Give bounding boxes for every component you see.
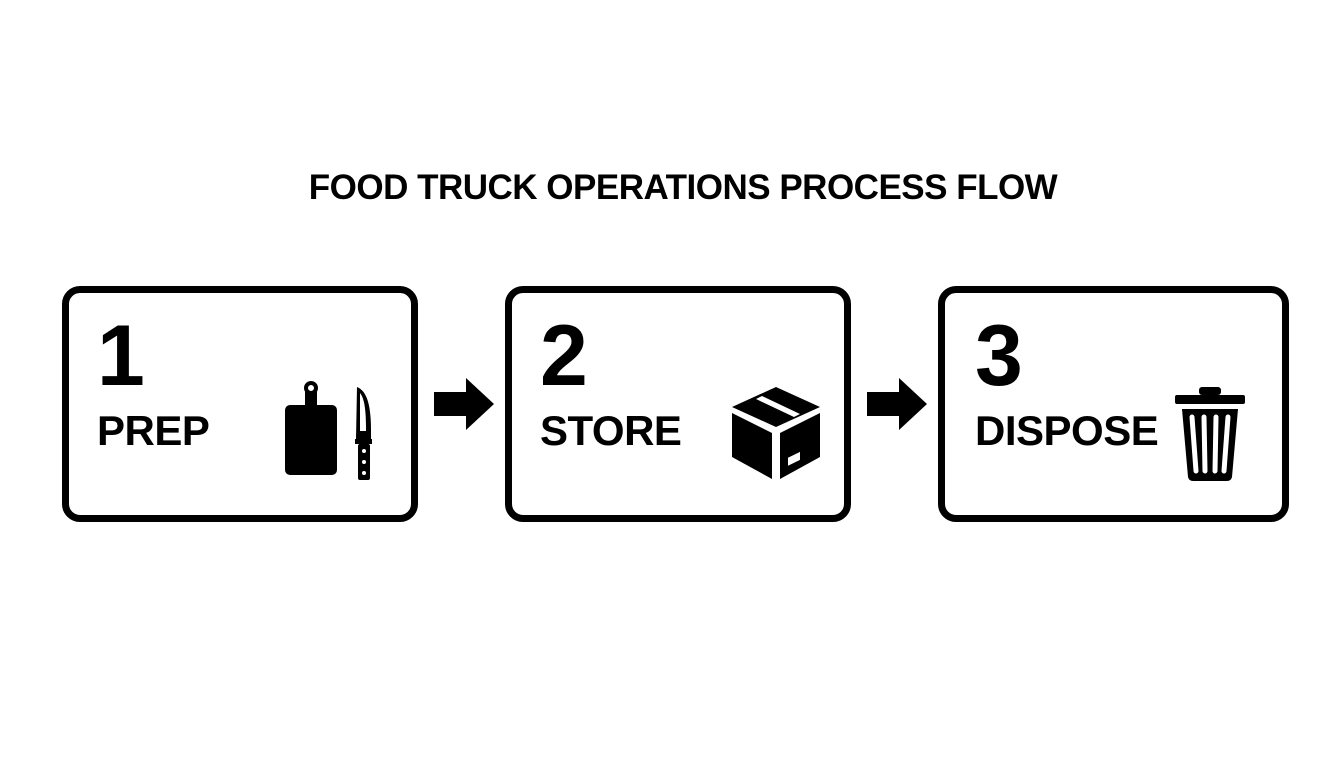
step-box-prep: 1 PREP bbox=[62, 286, 418, 522]
step-label: PREP bbox=[97, 407, 210, 454]
step-number: 2 bbox=[540, 308, 588, 404]
box-icon bbox=[732, 387, 820, 479]
diagram-title: FOOD TRUCK OPERATIONS PROCESS FLOW bbox=[308, 168, 1058, 207]
knife-icon bbox=[355, 387, 372, 480]
arrow-right-icon bbox=[434, 378, 494, 430]
step-box-dispose: 3 DISPOSE bbox=[938, 286, 1289, 522]
arrow-right-icon bbox=[867, 378, 927, 430]
step-label: DISPOSE bbox=[975, 407, 1159, 454]
step-number: 1 bbox=[97, 308, 145, 404]
cutting-board-icon bbox=[285, 381, 337, 475]
step-box-store: 2 STORE bbox=[505, 286, 851, 522]
step-label: STORE bbox=[540, 407, 682, 454]
trash-can-icon bbox=[1175, 387, 1245, 481]
step-number: 3 bbox=[975, 308, 1023, 404]
